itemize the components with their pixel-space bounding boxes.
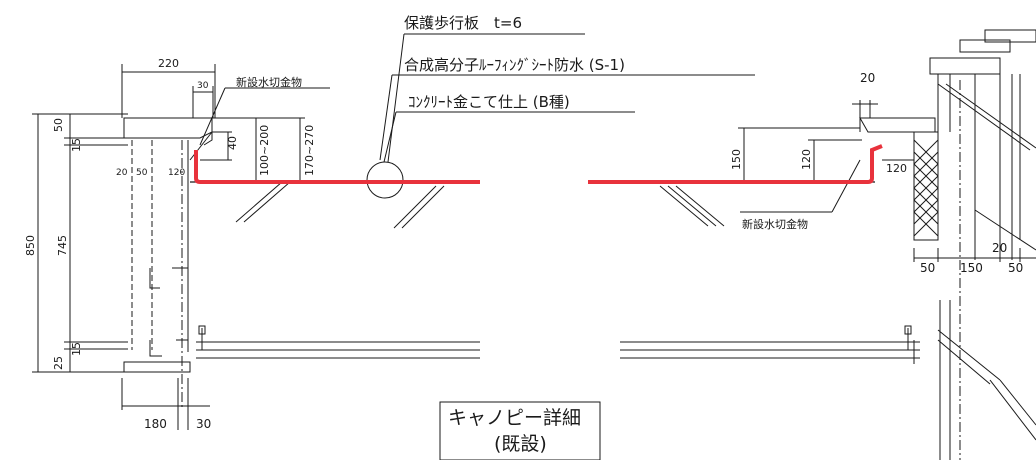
dim-v25: 25 — [52, 356, 65, 370]
parapet-cap-right — [859, 117, 936, 133]
dim-30-top: 30 — [197, 81, 209, 91]
slab-hatch-right — [659, 185, 725, 227]
label-flashing-right: 新設水切金物 — [742, 217, 808, 231]
dim-line-220 — [121, 64, 216, 118]
waterproof-membrane-left — [194, 150, 480, 184]
dim-120-left: 120 — [168, 168, 185, 178]
dim-right-20-top: 20 — [860, 71, 875, 85]
dim-right-120-h: 120 — [886, 162, 907, 175]
dim-100-200: 100~200 — [258, 125, 271, 176]
dim-v50: 50 — [52, 118, 65, 132]
note-waterproofing: 合成高分子ﾙｰﾌｨﾝｸﾞｼｰﾄ防水 (S-1) — [404, 56, 625, 74]
dim-right-120-v: 120 — [800, 149, 813, 170]
dim-220: 220 — [158, 57, 179, 70]
dim-v850: 850 — [24, 235, 37, 256]
dim-chain-left — [32, 113, 128, 373]
fascia-left — [131, 140, 153, 350]
dim-bottom-left — [121, 378, 210, 430]
title-box — [439, 401, 601, 460]
dim-170-270: 170~270 — [303, 125, 316, 176]
dim-50-left: 50 — [136, 168, 148, 178]
drawing-title: キャノピー詳細 — [448, 407, 581, 429]
drawing-subtitle: (既設) — [494, 433, 547, 455]
dim-bottom-30: 30 — [196, 417, 211, 431]
dim-rb-50-left: 50 — [920, 261, 935, 275]
dim-bottom-right — [913, 248, 1036, 262]
dim-bottom-180: 180 — [144, 417, 167, 431]
parapet-cap-left — [123, 117, 213, 146]
dim-20-left: 20 — [116, 168, 128, 178]
dim-rb-50-right: 50 — [1008, 261, 1023, 275]
waterproof-membrane-right — [588, 144, 883, 184]
dim-v15-bottom: 15 — [70, 342, 83, 356]
label-flashing-left: 新設水切金物 — [236, 75, 302, 89]
dim-line-30-top — [192, 86, 214, 118]
dim-right-150: 150 — [730, 149, 743, 170]
wall-right — [913, 131, 939, 241]
base-right — [620, 325, 920, 364]
note-concrete-finish: ｺﾝｸﾘｰﾄ金こて仕上 (B種) — [408, 93, 570, 111]
dim-rb-20: 20 — [992, 241, 1007, 255]
slab-hatch-left — [235, 181, 445, 229]
note-walkway-board: 保護歩行板 t=6 — [404, 14, 522, 32]
dim-rb-150: 150 — [960, 261, 983, 275]
dim-v15-top: 15 — [70, 138, 83, 152]
building-structure-right — [929, 29, 1036, 460]
dim-v745: 745 — [56, 235, 69, 256]
dim-40: 40 — [226, 136, 239, 150]
base-left — [123, 325, 480, 373]
